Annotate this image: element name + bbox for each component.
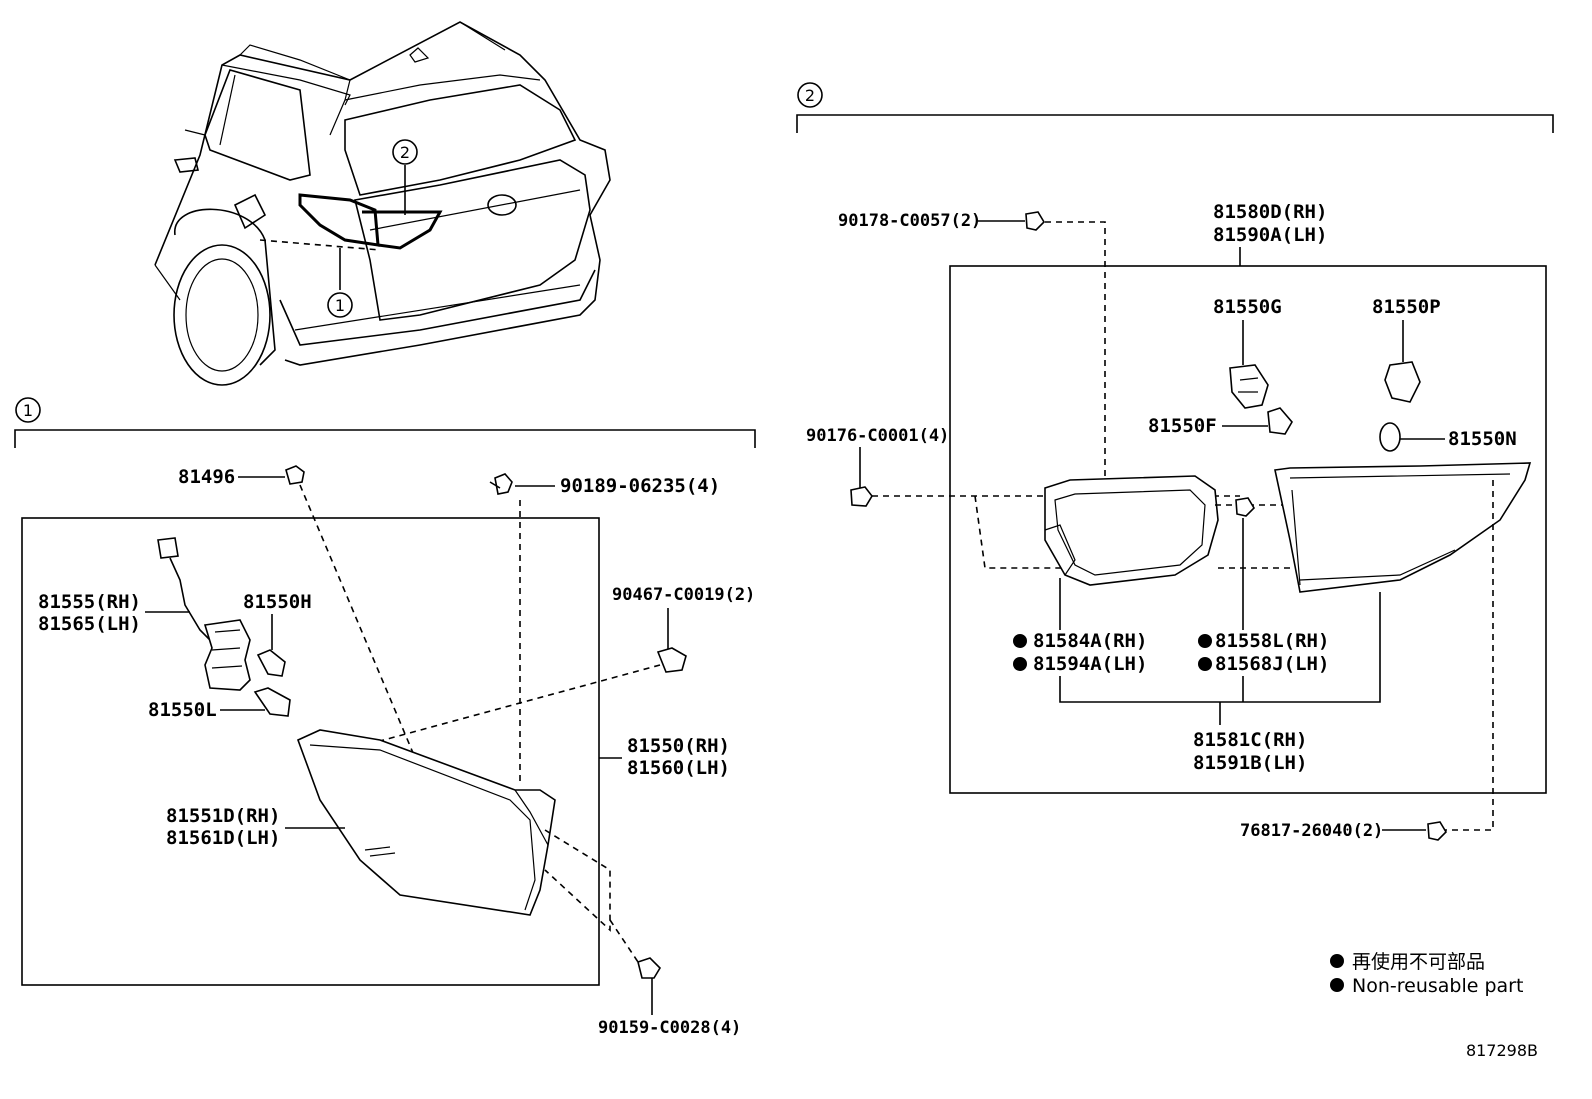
- legend: 再使用不可部品 Non-reusable part: [1330, 951, 1523, 997]
- label-76817-26040: 76817-26040(2): [1240, 821, 1383, 841]
- vehicle-rear-illustration: 1 2: [154, 21, 611, 386]
- label-90178-C0057: 90178-C0057(2): [838, 211, 981, 231]
- label-81568J-LH: 81568J(LH): [1215, 653, 1329, 675]
- label-81555-RH: 81555(RH): [38, 591, 141, 613]
- label-81496: 81496: [178, 466, 235, 488]
- label-81551D-RH: 81551D(RH): [166, 805, 280, 827]
- label-81550-RH: 81550(RH): [627, 735, 730, 757]
- label-90176-C0001: 90176-C0001(4): [806, 426, 949, 446]
- label-81550H: 81550H: [243, 591, 312, 613]
- section-2-marker: 2: [805, 86, 815, 105]
- label-81560-LH: 81560(LH): [627, 757, 730, 779]
- callout-1-car: 1: [335, 296, 345, 315]
- section-1-group: 1 81496 90189-06235(4) 90467-C0019(2) 81…: [14, 397, 756, 1038]
- label-90189-06235: 90189-06235(4): [560, 475, 720, 497]
- section-1-marker: 1: [23, 401, 33, 420]
- label-81550F: 81550F: [1148, 415, 1217, 437]
- label-81558L-RH: 81558L(RH): [1215, 630, 1329, 652]
- label-81584A-RH: 81584A(RH): [1033, 630, 1147, 652]
- label-81550N: 81550N: [1448, 428, 1517, 450]
- callout-2-car: 2: [400, 143, 410, 162]
- label-81591B-LH: 81591B(LH): [1193, 752, 1307, 774]
- label-81594A-LH: 81594A(LH): [1033, 653, 1147, 675]
- label-81580D-RH: 81580D(RH): [1213, 201, 1327, 223]
- label-81550G: 81550G: [1213, 296, 1282, 318]
- label-81565-LH: 81565(LH): [38, 613, 141, 635]
- legend-japanese: 再使用不可部品: [1352, 951, 1485, 973]
- label-81561D-LH: 81561D(LH): [166, 827, 280, 849]
- label-90159-C0028: 90159-C0028(4): [598, 1018, 741, 1038]
- legend-english: Non-reusable part: [1352, 975, 1523, 997]
- diagram-code: 817298B: [1466, 1041, 1538, 1060]
- section-2-group: 2 90178-C0057(2) 81580D(RH) 81590A(LH) 8…: [796, 82, 1554, 841]
- label-90467-C0019: 90467-C0019(2): [612, 585, 755, 605]
- label-81550L: 81550L: [148, 699, 217, 721]
- label-81590A-LH: 81590A(LH): [1213, 224, 1327, 246]
- label-81581C-RH: 81581C(RH): [1193, 729, 1307, 751]
- label-81550P: 81550P: [1372, 296, 1441, 318]
